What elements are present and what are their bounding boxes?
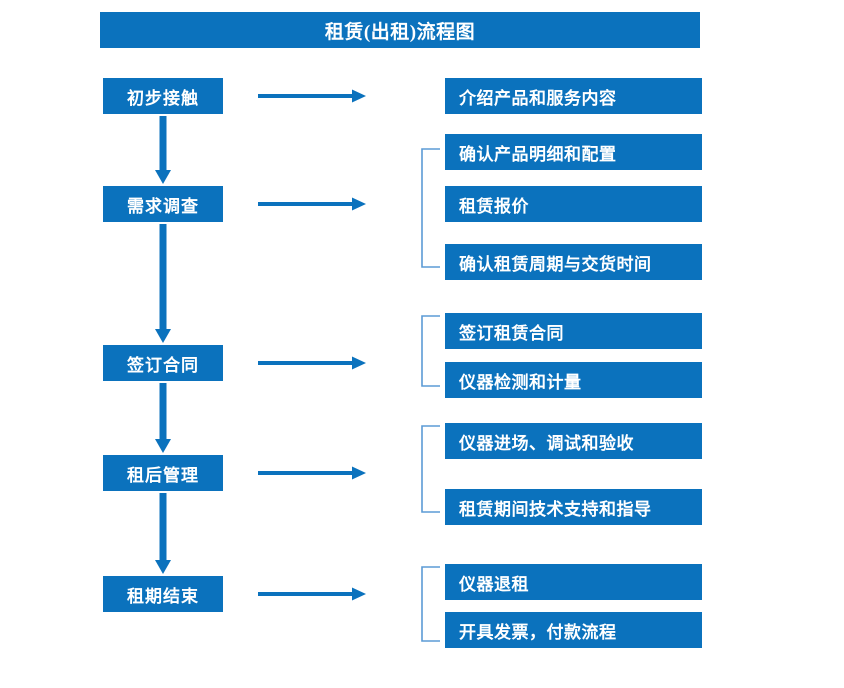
horizontal-arrow-5 xyxy=(258,587,366,601)
stage-box-5[interactable]: 租期结束 xyxy=(103,576,223,612)
horizontal-arrow-4 xyxy=(258,466,366,480)
detail-box-9[interactable]: 仪器退租 xyxy=(445,564,702,600)
stage-box-2[interactable]: 需求调查 xyxy=(103,186,223,222)
detail-box-7[interactable]: 仪器进场、调试和验收 xyxy=(445,423,702,459)
detail-box-6[interactable]: 仪器检测和计量 xyxy=(445,362,702,398)
stage-box-3[interactable]: 签订合同 xyxy=(103,345,223,381)
detail-box-5[interactable]: 签订租赁合同 xyxy=(445,313,702,349)
detail-box-4[interactable]: 确认租赁周期与交货时间 xyxy=(445,244,702,280)
stage-box-4[interactable]: 租后管理 xyxy=(103,455,223,491)
stage-box-1[interactable]: 初步接触 xyxy=(103,78,223,114)
detail-box-8[interactable]: 租赁期间技术支持和指导 xyxy=(445,489,702,525)
group-bracket-4 xyxy=(418,425,440,513)
horizontal-arrow-1 xyxy=(258,89,366,103)
vertical-arrow-3-4 xyxy=(152,383,174,453)
horizontal-arrow-2 xyxy=(258,197,366,211)
detail-box-3[interactable]: 租赁报价 xyxy=(445,186,702,222)
vertical-arrow-1-2 xyxy=(152,116,174,184)
group-bracket-3 xyxy=(418,315,440,387)
horizontal-arrow-3 xyxy=(258,356,366,370)
page-title: 租赁(出租)流程图 xyxy=(100,12,700,48)
vertical-arrow-2-3 xyxy=(152,224,174,343)
group-bracket-2 xyxy=(418,148,440,268)
detail-box-2[interactable]: 确认产品明细和配置 xyxy=(445,134,702,170)
detail-box-1[interactable]: 介绍产品和服务内容 xyxy=(445,78,702,114)
vertical-arrow-4-5 xyxy=(152,493,174,574)
group-bracket-5 xyxy=(418,566,440,642)
detail-box-10[interactable]: 开具发票，付款流程 xyxy=(445,612,702,648)
